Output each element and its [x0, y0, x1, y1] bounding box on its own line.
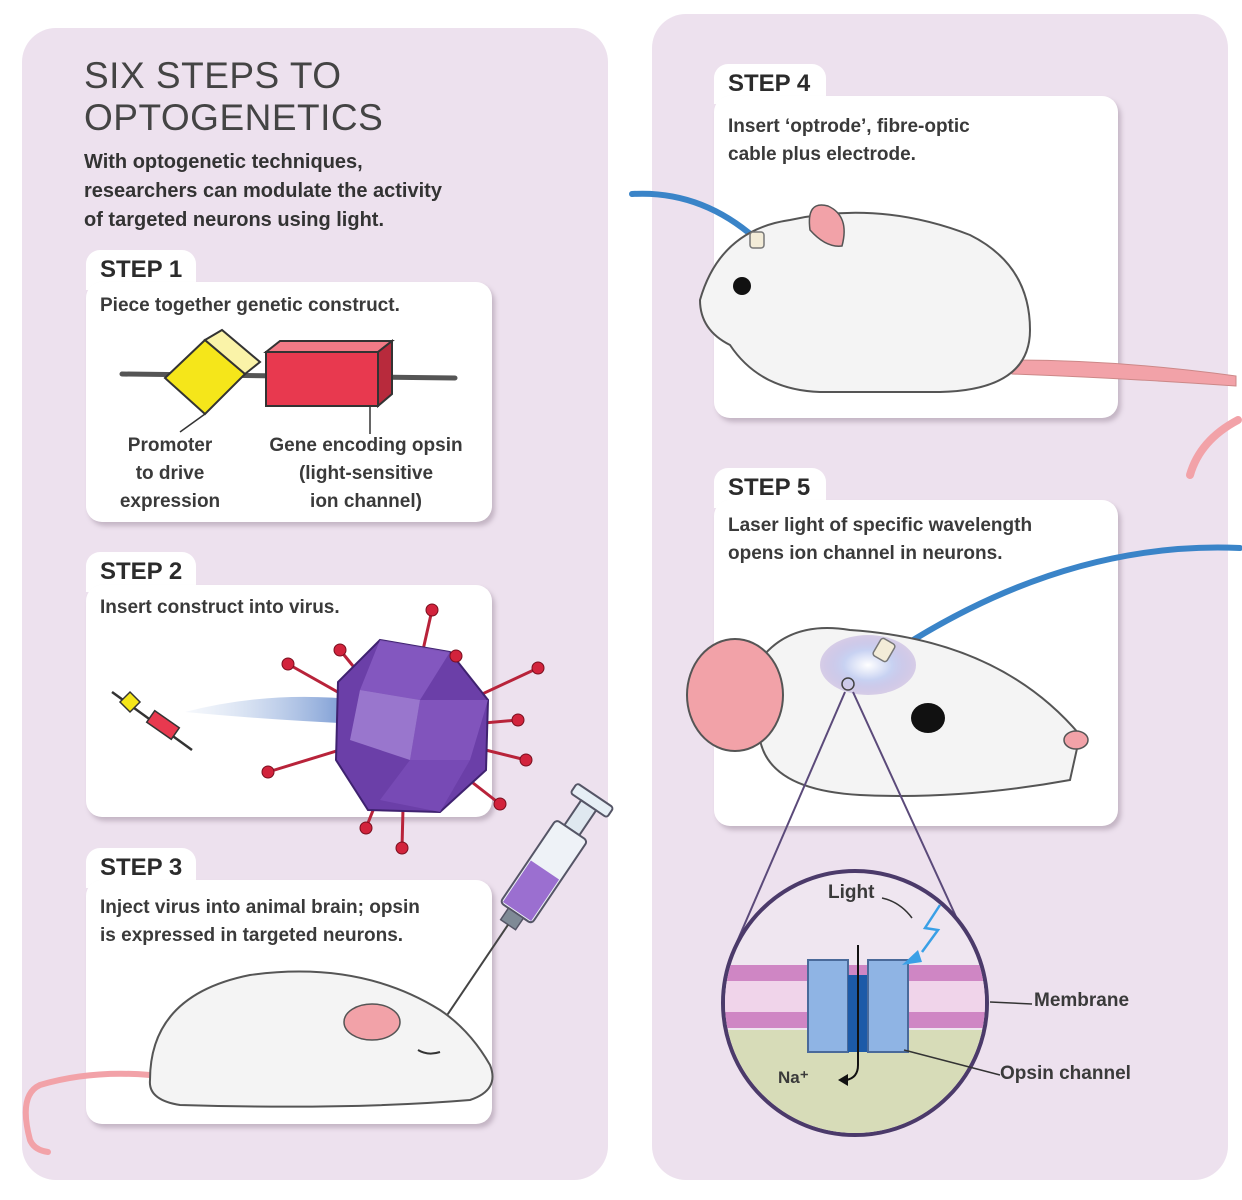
- mouse-ear: [686, 638, 784, 752]
- gene-label: Gene encoding opsin (light-sensitive ion…: [248, 432, 484, 516]
- light-label: Light: [828, 882, 875, 903]
- step-3-text: Inject virus into animal brain; opsin is…: [100, 894, 420, 950]
- step-1-text: Piece together genetic construct.: [100, 292, 400, 320]
- step-2-label: STEP 2: [100, 558, 183, 585]
- step-2-text: Insert construct into virus.: [100, 594, 340, 622]
- mouse-nose: [1063, 730, 1089, 750]
- mouse-tail: [22, 1070, 153, 1155]
- promoter-label: Promoter to drive expression: [104, 432, 236, 516]
- step-3-text-line-2: is expressed in targeted neurons.: [100, 925, 404, 946]
- laser-fibre: [879, 544, 1242, 663]
- step-5-label: STEP 5: [728, 474, 811, 501]
- mouse-ear: [343, 1003, 401, 1041]
- gene-block: [263, 338, 395, 409]
- light-glow: [820, 635, 916, 695]
- promoter-label-line-3: expression: [119, 491, 221, 512]
- gene-label-line-1: Gene encoding opsin: [269, 435, 463, 456]
- promoter-block: [163, 328, 262, 416]
- subtitle-line-3: of targeted neurons using light.: [84, 209, 384, 231]
- step-4-text: Insert ‘optrode’, fibre-optic cable plus…: [728, 113, 970, 169]
- mouse-eye: [911, 703, 945, 733]
- genetic-construct: [119, 328, 458, 434]
- optrode: [749, 231, 765, 249]
- mini-construct: [111, 690, 193, 752]
- opsin-channel-label: Opsin channel: [1000, 1063, 1131, 1084]
- virus-illustration: [111, 603, 545, 855]
- mouse-body: [148, 970, 494, 1108]
- mouse-ear: [808, 204, 845, 247]
- syringe: [443, 783, 614, 1020]
- figure-title: SIX STEPS TO OPTOGENETICS: [84, 55, 383, 139]
- virus-spike-tips: [261, 603, 545, 855]
- ion-channel-inset: [721, 869, 1033, 1137]
- title-line-2: OPTOGENETICS: [84, 97, 384, 138]
- step-1-label: STEP 1: [100, 256, 183, 283]
- step-1-text-line-1: Piece together genetic construct.: [100, 295, 400, 316]
- step-4-text-line-1: Insert ‘optrode’, fibre-optic: [728, 116, 970, 137]
- closed-eye: [417, 1049, 441, 1055]
- subtitle-line-2: researchers can modulate the activity: [84, 180, 442, 202]
- step-4-text-line-2: cable plus electrode.: [728, 144, 916, 165]
- promoter-label-line-2: to drive: [135, 463, 205, 484]
- step-5-text: Laser light of specific wavelength opens…: [728, 512, 1032, 568]
- sleeping-mouse: [22, 970, 494, 1155]
- mouse-head-with-laser: [686, 544, 1242, 959]
- fibre-optic-cable: [629, 190, 758, 241]
- membrane-label: Membrane: [1034, 990, 1130, 1011]
- mouse-body: [698, 211, 1032, 393]
- sodium-ion-label: Na⁺: [778, 1068, 809, 1087]
- step-5-text-line-1: Laser light of specific wavelength: [728, 515, 1033, 536]
- step-3-label: STEP 3: [100, 854, 183, 881]
- figure-subtitle: With optogenetic techniques, researchers…: [84, 148, 524, 235]
- mouse-tail: [1011, 359, 1237, 387]
- title-line-1: SIX STEPS TO: [84, 55, 342, 96]
- subtitle-line-1: With optogenetic techniques,: [84, 151, 363, 173]
- step-5-text-line-2: opens ion channel in neurons.: [728, 543, 1003, 564]
- step-3-text-line-1: Inject virus into animal brain; opsin: [100, 897, 420, 918]
- mouse-eye: [733, 277, 751, 295]
- gene-label-line-3: ion channel): [310, 491, 422, 512]
- step-4-label: STEP 4: [728, 70, 811, 97]
- tail-segment: [1186, 416, 1242, 479]
- mouse-with-optrode: [629, 190, 1237, 393]
- promoter-label-line-1: Promoter: [127, 435, 213, 456]
- gene-label-line-2: (light-sensitive: [298, 463, 434, 484]
- step-2-text-line-1: Insert construct into virus.: [100, 597, 340, 618]
